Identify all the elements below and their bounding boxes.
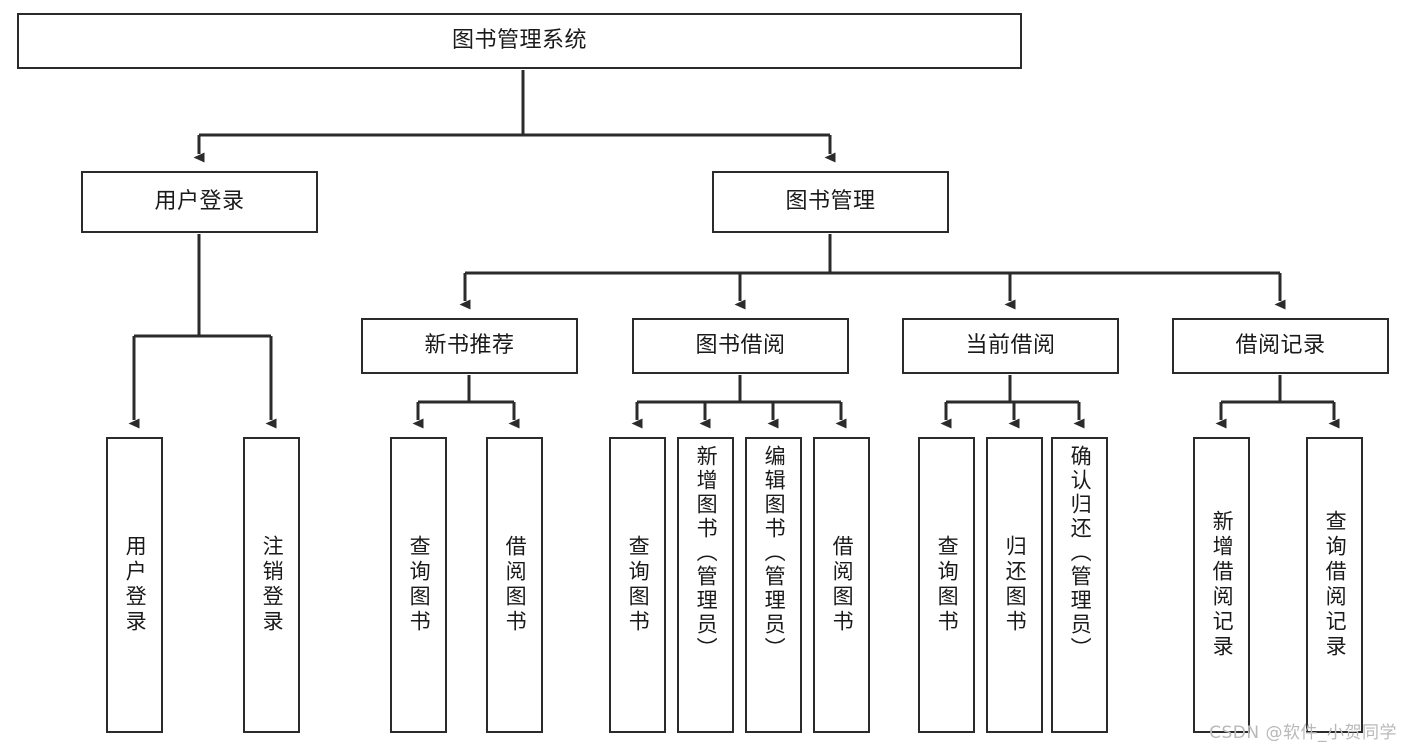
node-leaf-edit-book-label: 编辑图书（管理员）: [762, 445, 787, 661]
node-book-manage[interactable]: 图书管理: [712, 171, 949, 233]
node-leaf-edit-book[interactable]: 编辑图书（管理员）: [745, 437, 802, 733]
node-leaf-query-record-label: 查询借阅记录: [1323, 510, 1348, 660]
node-leaf-borrow-book-1-label: 借阅图书: [503, 535, 528, 635]
node-leaf-add-book[interactable]: 新增图书（管理员）: [677, 437, 734, 733]
node-borrow-record-label: 借阅记录: [1235, 333, 1326, 359]
node-leaf-query-book-2[interactable]: 查询图书: [609, 437, 666, 733]
node-root[interactable]: 图书管理系统: [17, 13, 1022, 69]
node-leaf-query-record[interactable]: 查询借阅记录: [1306, 437, 1363, 733]
node-leaf-user-logout[interactable]: 注销登录: [243, 437, 300, 733]
node-root-label: 图书管理系统: [451, 28, 587, 54]
node-leaf-borrow-book-1[interactable]: 借阅图书: [486, 437, 543, 733]
node-current-borrow[interactable]: 当前借阅: [902, 318, 1119, 374]
node-leaf-user-login[interactable]: 用户登录: [106, 437, 163, 733]
node-leaf-query-book-2-label: 查询图书: [626, 535, 651, 635]
node-leaf-query-book-3[interactable]: 查询图书: [918, 437, 975, 733]
node-new-book-recommend[interactable]: 新书推荐: [361, 318, 578, 374]
node-leaf-add-record[interactable]: 新增借阅记录: [1193, 437, 1250, 733]
node-leaf-add-book-label: 新增图书（管理员）: [694, 445, 719, 661]
node-user-login-label: 用户登录: [154, 189, 245, 215]
node-leaf-user-login-label: 用户登录: [123, 535, 148, 635]
node-leaf-return-book-label: 归还图书: [1003, 535, 1028, 635]
node-book-borrow[interactable]: 图书借阅: [632, 318, 849, 374]
node-leaf-user-logout-label: 注销登录: [260, 535, 285, 635]
node-leaf-return-book[interactable]: 归还图书: [986, 437, 1043, 733]
node-leaf-add-record-label: 新增借阅记录: [1210, 510, 1235, 660]
node-leaf-query-book-1[interactable]: 查询图书: [390, 437, 447, 733]
watermark-text: CSDN @软件_小贺同学: [1209, 723, 1397, 743]
node-leaf-query-book-1-label: 查询图书: [407, 535, 432, 635]
node-current-borrow-label: 当前借阅: [965, 333, 1056, 359]
node-leaf-borrow-book-2[interactable]: 借阅图书: [813, 437, 870, 733]
node-leaf-query-book-3-label: 查询图书: [935, 535, 960, 635]
node-borrow-record[interactable]: 借阅记录: [1172, 318, 1389, 374]
node-leaf-confirm-return[interactable]: 确认归还（管理员）: [1051, 437, 1108, 733]
node-user-login[interactable]: 用户登录: [81, 171, 318, 233]
node-new-book-recommend-label: 新书推荐: [424, 333, 515, 359]
node-leaf-confirm-return-label: 确认归还（管理员）: [1068, 445, 1093, 661]
node-book-borrow-label: 图书借阅: [695, 333, 786, 359]
node-book-manage-label: 图书管理: [785, 189, 876, 215]
node-leaf-borrow-book-2-label: 借阅图书: [830, 535, 855, 635]
